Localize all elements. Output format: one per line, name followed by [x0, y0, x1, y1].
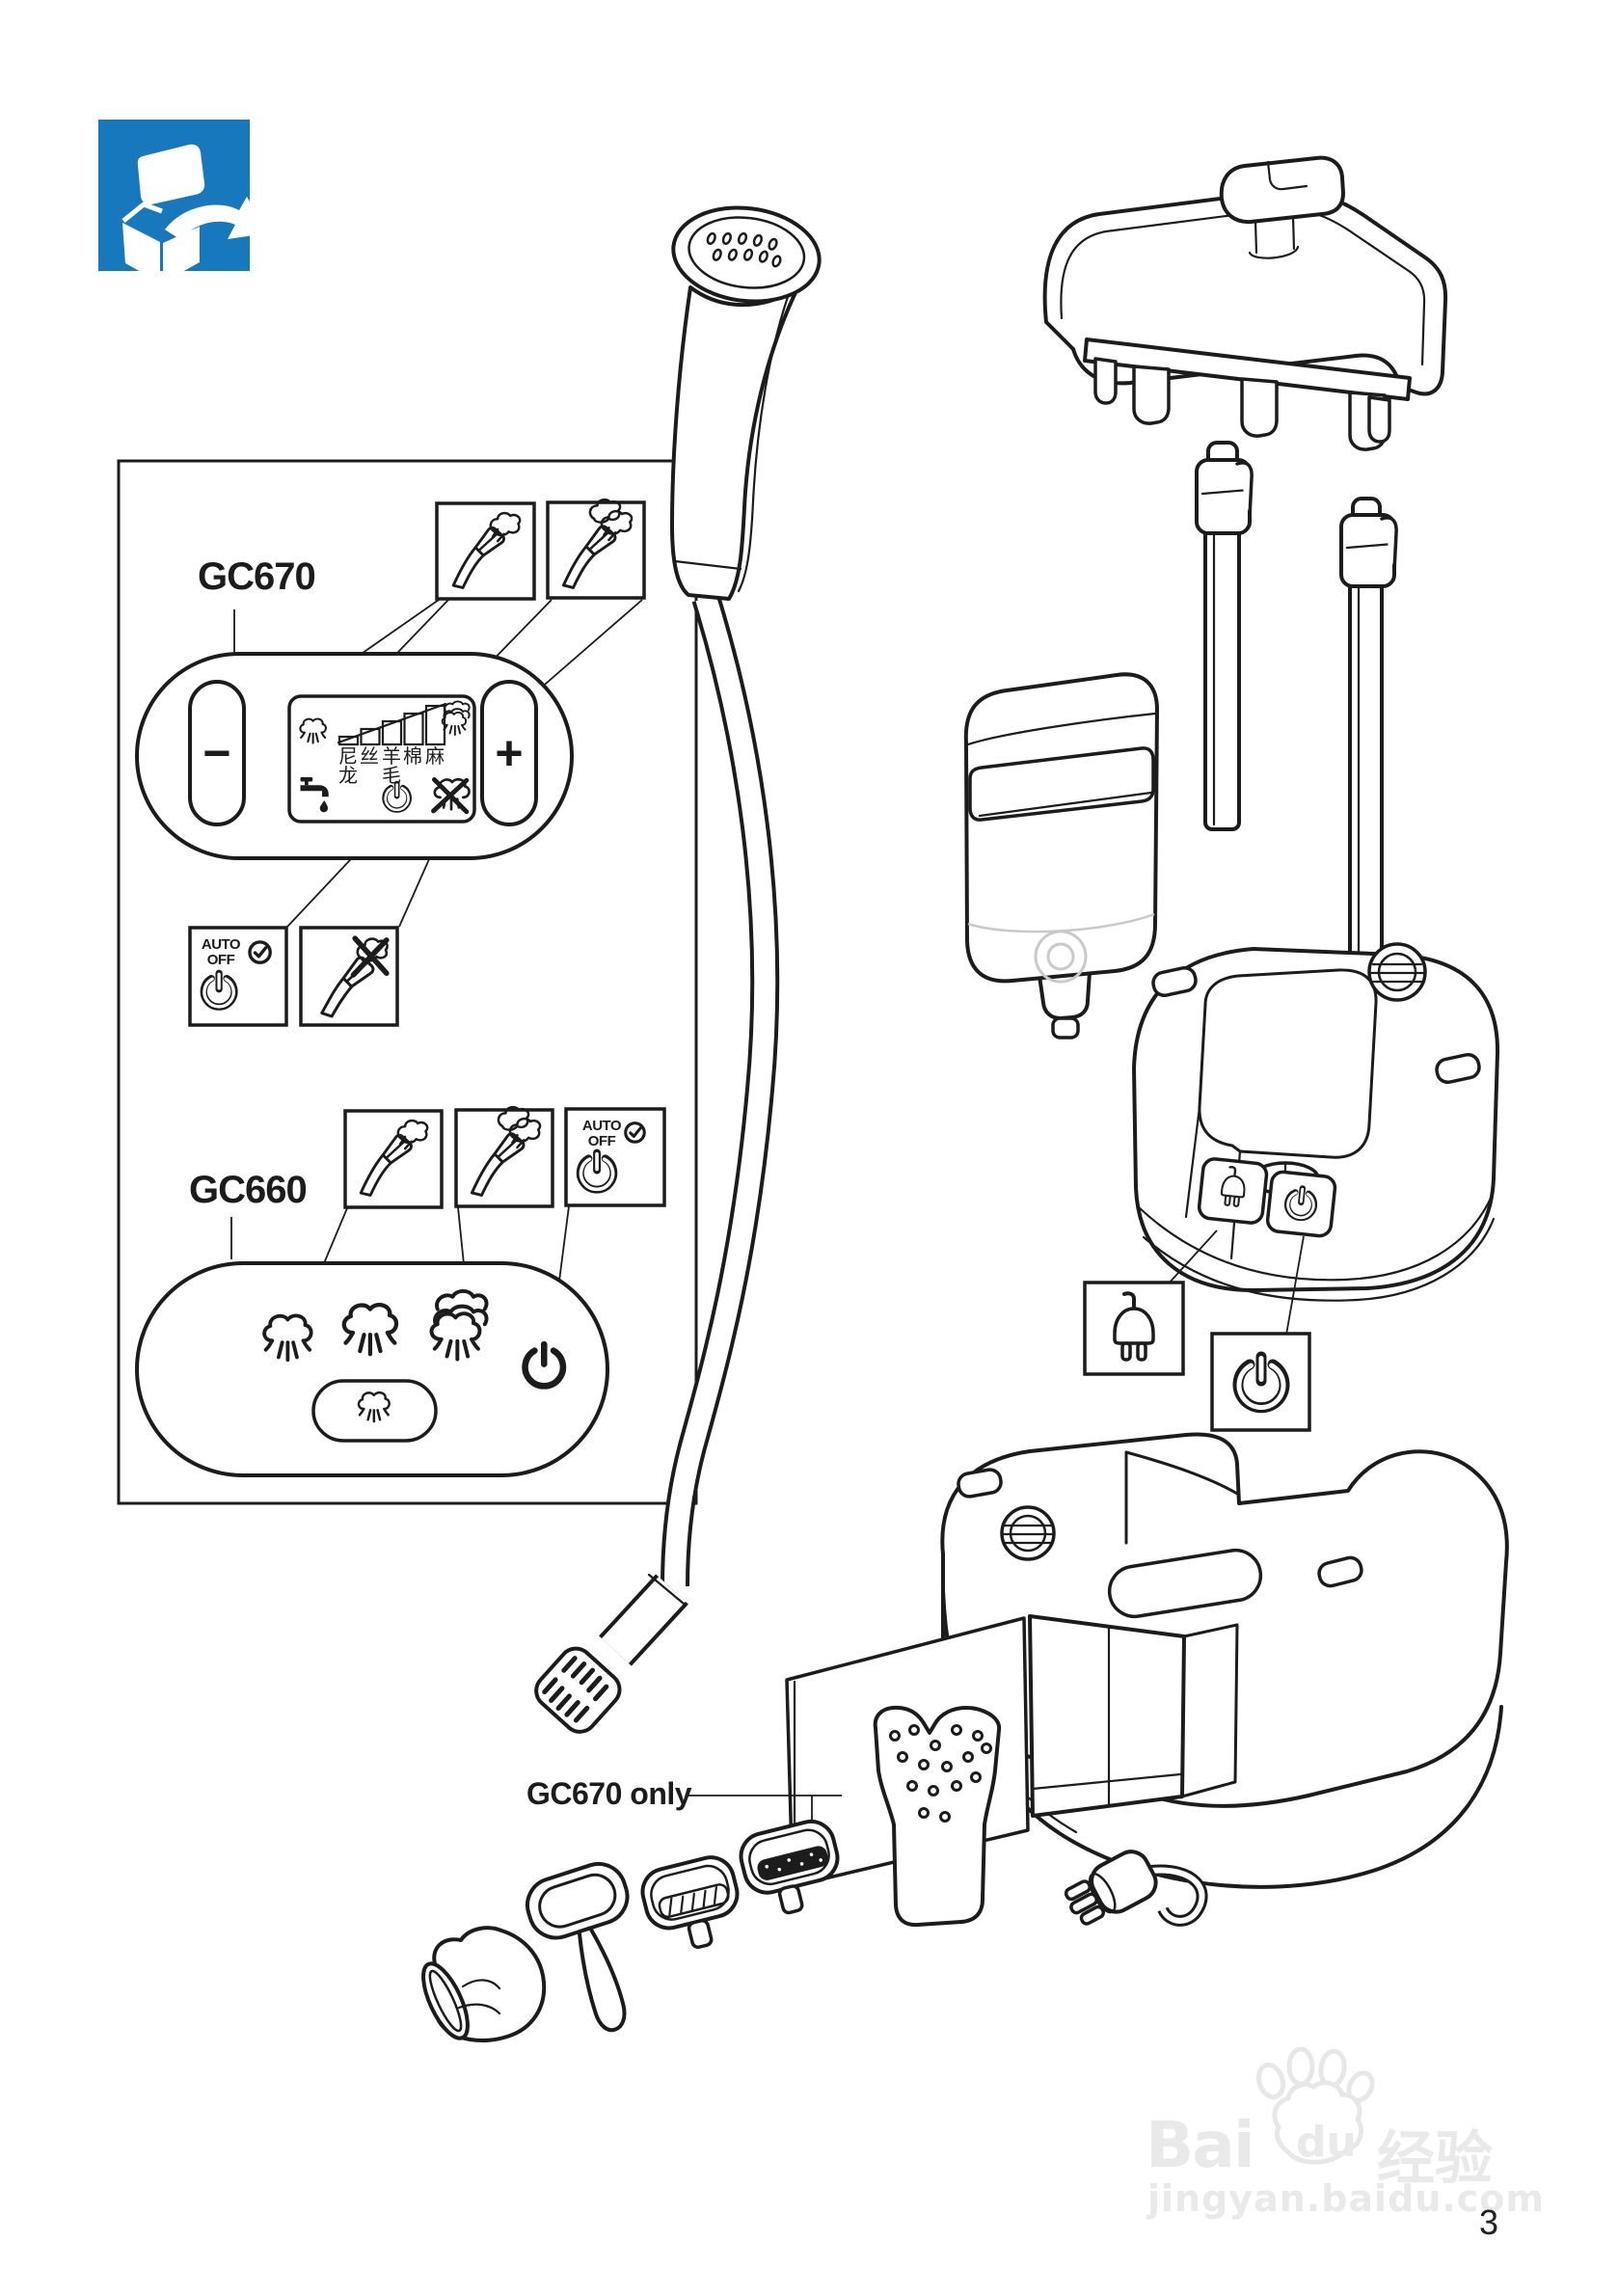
gc660-auto-off-label: AUTO OFF [581, 1118, 622, 1150]
baidu-paw-icon [1255, 2046, 1375, 2165]
tank-grip-recess [968, 746, 1155, 822]
water-tank-illustration [963, 672, 1159, 1040]
gc660-control-panel [135, 1261, 609, 1477]
gc670-auto-off-label: AUTO OFF [201, 936, 241, 969]
gc670-display [287, 694, 476, 824]
fabric-label-cotton: 棉 [403, 744, 422, 768]
fabric-label-nylon: 尼龙 [338, 744, 358, 787]
unpack-box-icon [98, 120, 268, 283]
watermark-bai: Bai [1146, 2108, 1254, 2182]
gc670-panel-illustration [135, 498, 646, 1027]
fabric-label-linen: 麻 [425, 744, 445, 768]
clock-check-icon [248, 940, 272, 964]
gc660-auto-off-callout [564, 1107, 666, 1207]
fabric-label-wool: 羊毛 [382, 744, 401, 787]
watermark-suffix: 经验 [1377, 2125, 1493, 2193]
steam-holes [706, 231, 782, 268]
bracket-peg [1093, 357, 1118, 405]
hanger-bracket-illustration [1042, 155, 1448, 451]
gc670-auto-off-callout [188, 926, 288, 1027]
steam-hose-illustration [534, 593, 780, 1734]
lower-base-illustration [785, 1432, 1509, 1928]
top-recess [1107, 1548, 1263, 1619]
gc660-model-label: GC660 [189, 1169, 308, 1211]
hose-connector [534, 1646, 622, 1734]
bracket-hook [1240, 377, 1279, 438]
pad-accessory [640, 1855, 740, 1950]
brush-accessory [526, 1861, 630, 2033]
bracket-peg [1367, 395, 1391, 444]
page-number: 3 [1479, 2202, 1499, 2242]
gc670-plus-button [480, 680, 538, 826]
steamer-head [671, 205, 822, 304]
bracket-hook [1132, 365, 1171, 425]
gc670-minus-button [188, 680, 246, 826]
pole-illustration-left [1195, 441, 1254, 831]
gc660-panel-illustration [135, 1105, 666, 1477]
pad-accessory-bristle [739, 1819, 840, 1915]
watermark-du: du [1296, 2118, 1357, 2167]
pole-illustration-right [1339, 497, 1398, 971]
fabric-label-silk: 丝 [360, 744, 379, 768]
steam-handle-illustration [670, 205, 822, 601]
pleat-board [873, 1705, 1002, 1928]
watermark-domain: jingyan.baidu.com [1147, 2177, 1545, 2220]
clock-check-icon [624, 1121, 646, 1144]
gc670-only-label: GC670 only [526, 1776, 692, 1811]
upper-base-illustration [1083, 942, 1500, 1432]
accessories-illustration [421, 1795, 842, 2042]
gc670-plus-label: + [495, 726, 524, 780]
base-front-buttons [1197, 1157, 1337, 1238]
gc670-minus-label: − [202, 726, 231, 780]
glove-accessory [421, 1926, 547, 2042]
power-cord-plug [1064, 1850, 1158, 1926]
gc670-model-label: GC670 [198, 555, 316, 598]
